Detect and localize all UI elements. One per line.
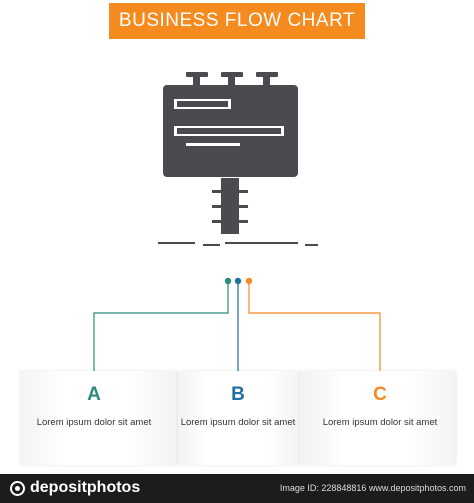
chart-title: BUSINESS FLOW CHART — [118, 10, 356, 31]
footer-bar: depositphotos Image ID: 228848816 www.de… — [0, 474, 474, 503]
node-dot-a — [224, 277, 232, 285]
step-c-letter: C — [373, 384, 387, 405]
footer-logo: depositphotos — [30, 479, 141, 496]
billboard-icon — [158, 72, 318, 246]
footer-image-id: Image ID: 228848816 www.depositphotos.co… — [279, 483, 466, 493]
step-a-text: Lorem ipsum dolor sit amet — [36, 417, 152, 428]
step-b-text: Lorem ipsum dolor sit amet — [180, 417, 296, 428]
step-box-a — [20, 371, 177, 465]
step-c-text: Lorem ipsum dolor sit amet — [322, 417, 438, 428]
title-banner: BUSINESS FLOW CHART — [109, 3, 365, 39]
step-b-letter: B — [231, 384, 245, 405]
node-dot-c — [245, 277, 253, 285]
connectors — [93, 284, 381, 376]
node-dot-b — [234, 277, 242, 285]
connector-a — [93, 284, 229, 376]
step-a-letter: A — [87, 384, 101, 405]
depositphotos-logo-icon — [10, 481, 25, 496]
step-box-c — [300, 371, 456, 465]
step-box-b — [178, 371, 299, 465]
connector-c — [248, 284, 381, 376]
